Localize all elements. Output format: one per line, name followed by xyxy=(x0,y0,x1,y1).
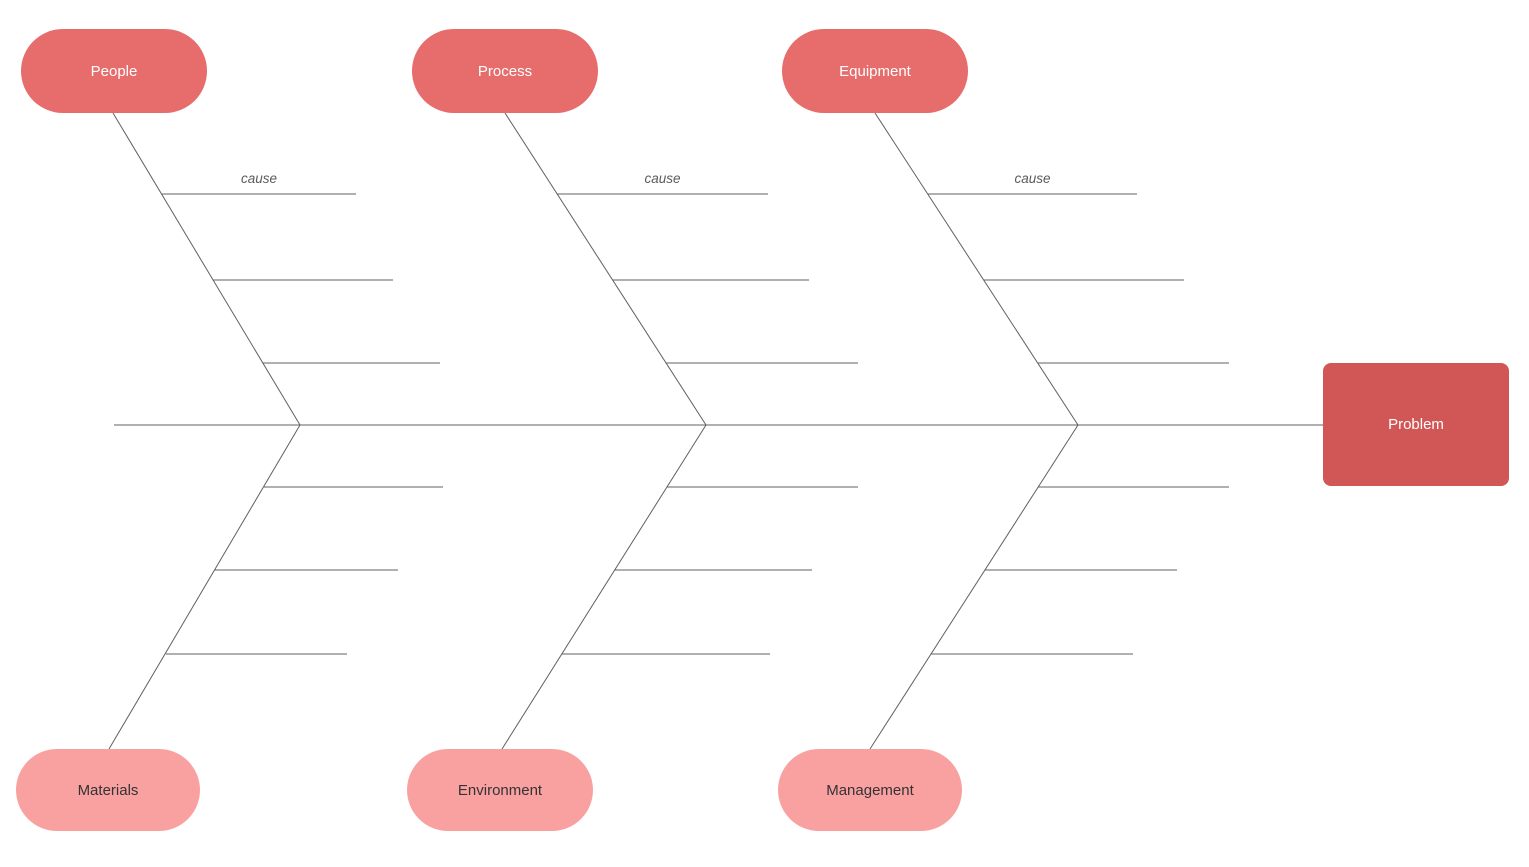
cause-label-process: cause xyxy=(644,171,681,186)
people-diagonal xyxy=(112,112,301,426)
management-bone xyxy=(869,424,1229,750)
environment-diagonal xyxy=(501,424,707,750)
category-pill-people[interactable]: People xyxy=(21,29,207,113)
process-diagonal xyxy=(504,112,707,426)
process-bone xyxy=(504,112,858,426)
category-pill-equipment[interactable]: Equipment xyxy=(782,29,968,113)
equipment-bone xyxy=(874,112,1229,426)
category-label-management: Management xyxy=(826,781,914,799)
cause-label-equipment: cause xyxy=(1014,171,1051,186)
category-pill-process[interactable]: Process xyxy=(412,29,598,113)
materials-diagonal xyxy=(108,424,301,750)
category-label-materials: Materials xyxy=(77,781,139,799)
category-pill-materials[interactable]: Materials xyxy=(16,749,200,831)
category-label-environment: Environment xyxy=(457,781,543,799)
category-label-equipment: Equipment xyxy=(839,62,911,80)
people-bone xyxy=(112,112,440,426)
management-diagonal xyxy=(869,424,1079,750)
materials-bone xyxy=(108,424,443,750)
problem-label: Problem xyxy=(1388,416,1444,433)
category-label-process: Process xyxy=(477,62,533,80)
cause-label-people: cause xyxy=(240,171,278,186)
category-label-people: People xyxy=(90,62,138,80)
category-pill-management[interactable]: Management xyxy=(778,749,962,831)
equipment-diagonal xyxy=(874,112,1079,426)
problem-box[interactable]: Problem xyxy=(1323,363,1509,486)
environment-bone xyxy=(501,424,858,750)
category-pill-environment[interactable]: Environment xyxy=(407,749,593,831)
